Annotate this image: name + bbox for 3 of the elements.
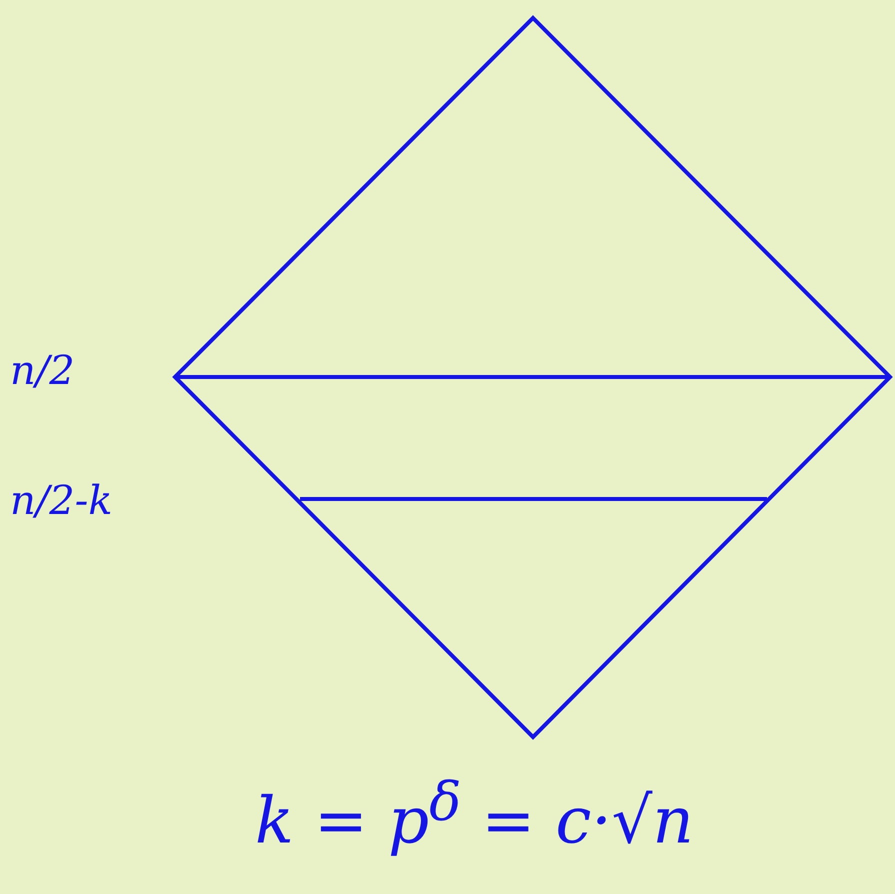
level-label: n/2-k	[10, 478, 112, 524]
formula: k = p$^{δ}$ = c·√n	[255, 770, 694, 858]
level-label: n/2	[10, 348, 75, 394]
